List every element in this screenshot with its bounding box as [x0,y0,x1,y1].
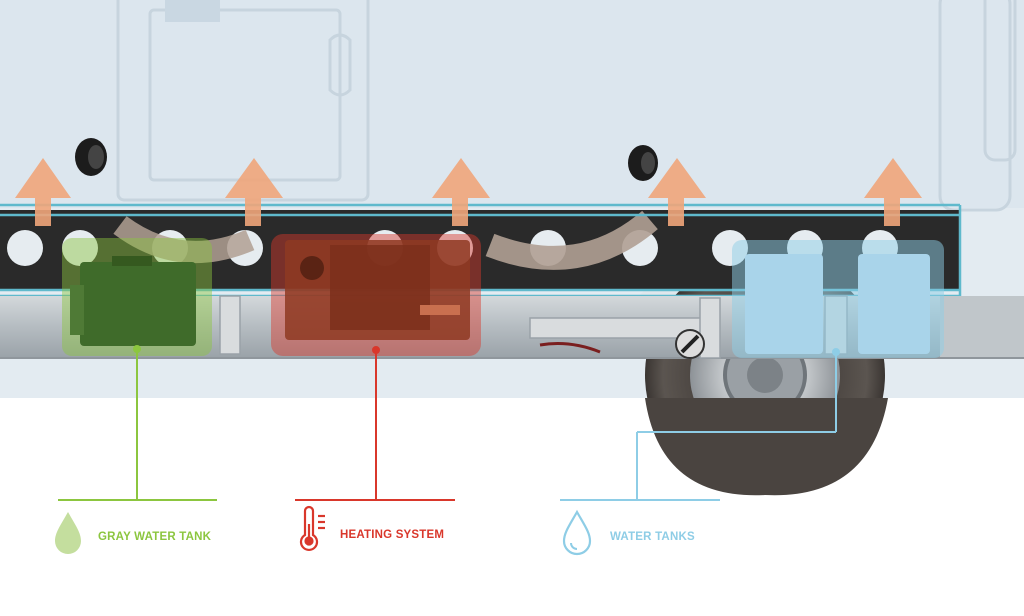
heating-system-label: HEATING SYSTEM [340,529,445,541]
heat-arrows [15,158,922,226]
heating-duct [485,210,658,270]
wheel [645,398,888,496]
arrow-icon [864,158,922,226]
cable [539,342,601,354]
thermometer-icon [299,505,325,552]
vent-icon [75,138,107,176]
arrow-icon [648,158,706,226]
water-tanks [732,240,944,358]
window-strip [165,0,220,22]
arrow-icon [225,158,283,226]
arrow-icon [15,158,71,226]
vent-icon [628,145,658,181]
callout-water [560,348,840,501]
rv-wall [0,0,1024,208]
heating-system [271,234,481,356]
callout-heating [295,346,455,501]
drop-outline-icon [562,509,592,556]
gray-water-tank [62,238,212,356]
drop-outline-icon [570,542,578,550]
heating-duct [113,216,255,263]
callout-gray-water [58,345,217,501]
chassis-frame [940,296,1024,358]
water-tanks-label: WATER TANKS [610,531,695,543]
drop-icon [55,512,81,554]
arrow-icon [432,158,490,226]
fuel-cap [675,329,705,359]
gray-water-tank-label: GRAY WATER TANK [98,531,212,543]
